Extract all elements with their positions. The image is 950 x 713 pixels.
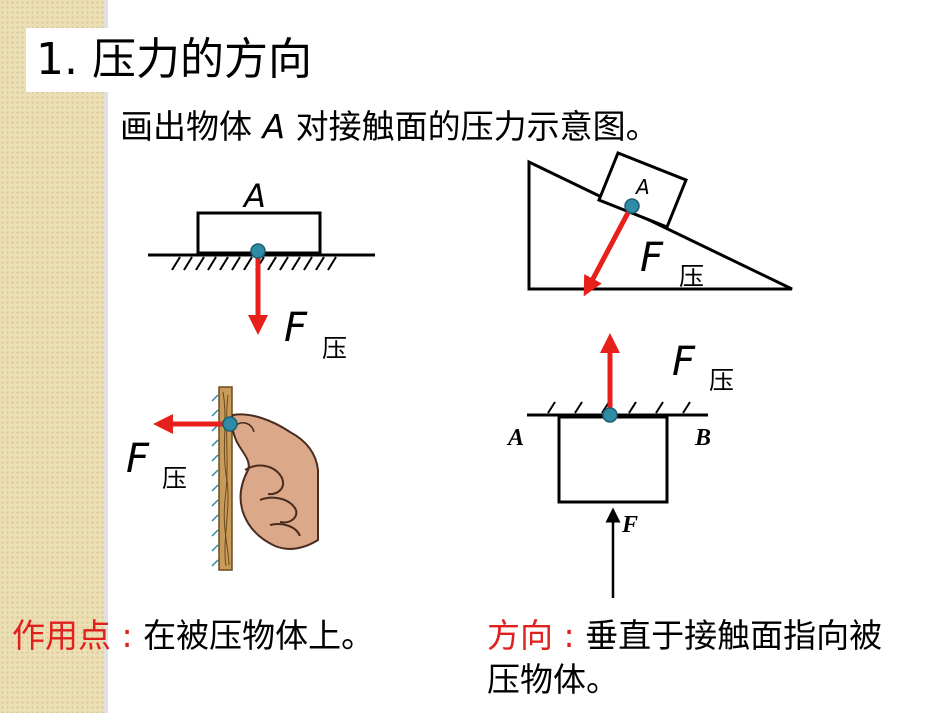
instruction-prefix: 画出物体 bbox=[120, 107, 263, 146]
contact-dot-incline bbox=[624, 198, 640, 214]
push-force-label: F bbox=[621, 512, 638, 538]
force-subscript-ceiling: 压 bbox=[709, 366, 734, 395]
note-action-point-label: 作用点 : bbox=[12, 616, 144, 655]
force-label-wall: F bbox=[126, 436, 150, 482]
instruction-text: 画出物体 A 对接触面的压力示意图。 bbox=[120, 104, 659, 150]
title-background bbox=[26, 28, 356, 92]
note-direction: 方向 : 垂直于接触面指向被压物体。 bbox=[487, 614, 907, 702]
note-action-point: 作用点 : 在被压物体上。 bbox=[12, 614, 392, 658]
figure-wall: F 压 bbox=[126, 386, 319, 571]
block-a-incline bbox=[597, 151, 688, 229]
point-b-label: B bbox=[694, 425, 711, 451]
force-label-ceiling: F bbox=[672, 339, 696, 385]
contact-dot-wall bbox=[222, 416, 238, 432]
hand-illustration bbox=[230, 413, 319, 550]
force-subscript: 压 bbox=[322, 334, 347, 363]
force-label: F bbox=[284, 305, 308, 351]
instruction-suffix: 对接触面的压力示意图。 bbox=[285, 107, 659, 146]
block-label-incline: A bbox=[634, 175, 650, 199]
wall-hatching bbox=[211, 394, 219, 567]
block-ceiling bbox=[557, 415, 669, 504]
instruction-var: A bbox=[262, 107, 286, 146]
decorative-side-stripe bbox=[0, 0, 104, 713]
wall bbox=[218, 386, 233, 571]
note-direction-label: 方向 : bbox=[487, 616, 586, 655]
force-subscript-wall: 压 bbox=[162, 464, 187, 493]
force-subscript-incline: 压 bbox=[679, 262, 704, 291]
ground-hatching bbox=[171, 256, 337, 271]
contact-dot bbox=[250, 243, 266, 259]
figure-ceiling: F 压 A B F bbox=[506, 333, 734, 598]
figure-flat-ground: A F 压 bbox=[148, 177, 375, 363]
slide-title: 1. 压力的方向 bbox=[36, 34, 312, 85]
figure-incline: A F 压 bbox=[527, 151, 793, 297]
force-label-incline: F bbox=[640, 235, 664, 281]
ceiling-hatching bbox=[547, 401, 691, 414]
block-label: A bbox=[242, 177, 266, 215]
contact-dot-ceiling bbox=[602, 407, 618, 423]
note-direction-text: 垂直于接触面指向被压物体。 bbox=[487, 616, 883, 699]
point-a-label: A bbox=[506, 425, 524, 451]
note-action-point-text: 在被压物体上。 bbox=[143, 616, 375, 655]
force-arrow-incline bbox=[583, 205, 634, 297]
stripe-edge bbox=[104, 0, 108, 713]
